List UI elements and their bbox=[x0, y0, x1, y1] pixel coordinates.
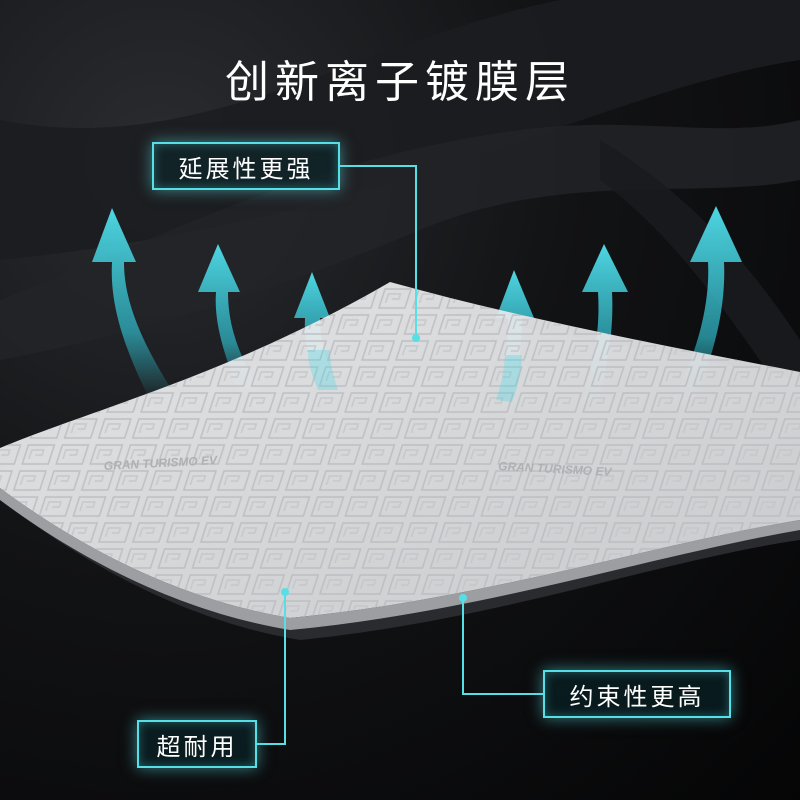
callout-label-ductility: 延展性更强 bbox=[152, 142, 340, 190]
callout-dot-3 bbox=[281, 588, 289, 596]
background-swoosh bbox=[0, 0, 800, 260]
callout-label-durability: 超耐用 bbox=[137, 720, 257, 768]
callout-label-constraint: 约束性更高 bbox=[543, 670, 731, 718]
up-curved-arrow-icon bbox=[92, 208, 175, 400]
film-brand-text: GRAN TURISMO EV bbox=[498, 459, 613, 479]
callout-line-3 bbox=[257, 592, 286, 745]
up-curved-arrow-icon bbox=[198, 244, 260, 395]
up-curved-arrow-icon bbox=[670, 206, 742, 408]
callout-line-1 bbox=[340, 165, 417, 338]
callout-dot-2 bbox=[459, 594, 467, 602]
background-swoosh bbox=[600, 140, 800, 420]
film-brand-text: GRAN TURISMO EV bbox=[103, 453, 218, 473]
callout-line-2 bbox=[462, 598, 543, 695]
film-sheet bbox=[0, 282, 800, 630]
callout-leader-lines bbox=[257, 165, 543, 745]
callout-dot-1 bbox=[412, 334, 420, 342]
page-title: 创新离子镀膜层 bbox=[225, 57, 575, 108]
